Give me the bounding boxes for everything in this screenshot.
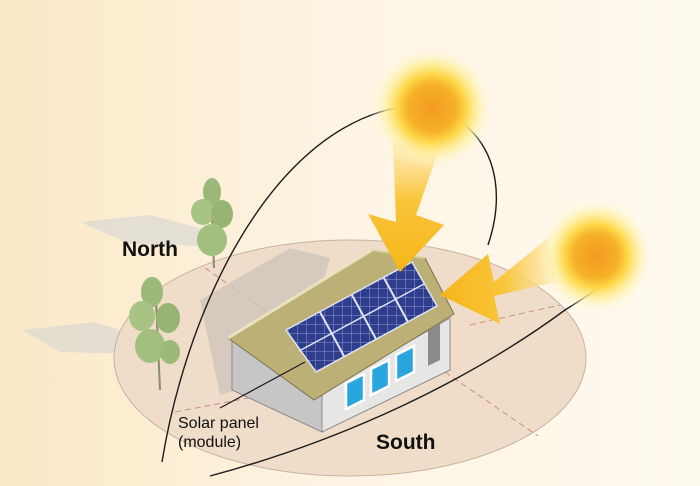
tree-icon — [129, 277, 180, 391]
south-label: South — [376, 431, 436, 454]
panel-leader-line — [219, 361, 306, 409]
tree-icon — [191, 178, 233, 269]
sunlight-arrow-icon — [440, 238, 556, 324]
sunlight-arrow-icon — [368, 140, 444, 272]
window — [369, 357, 391, 398]
sun-icon — [538, 198, 654, 314]
window — [394, 343, 416, 384]
solar-panel-icon — [284, 260, 439, 373]
window — [344, 371, 366, 412]
solar-panel-label-line1: Solar panel — [178, 415, 259, 432]
north-label: North — [122, 238, 178, 261]
solar-panel-label: Solar panel (module) — [178, 414, 259, 452]
solar-panel-label-line2: (module) — [178, 434, 242, 451]
sun-icon — [370, 46, 494, 170]
